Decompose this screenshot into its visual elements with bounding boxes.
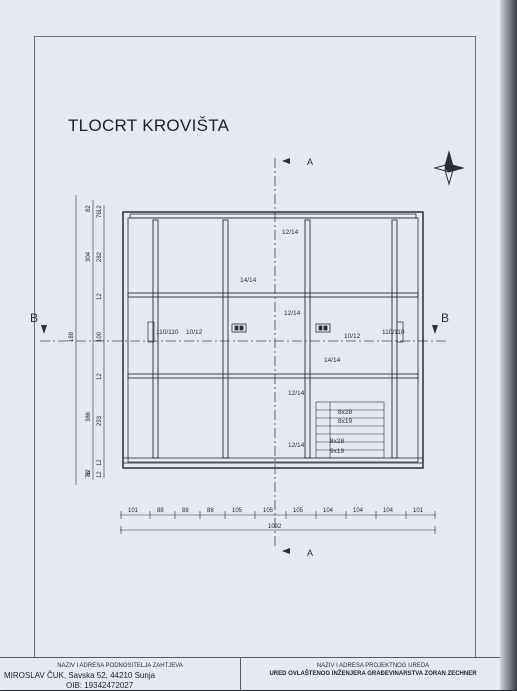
rafter-label-7: 12/14 (288, 390, 305, 397)
dim-h-8: 104 (323, 508, 334, 514)
stair-label-1: 8x28 (338, 409, 352, 416)
office-header: NAZIV I ADRESA PROJEKTNOG UREDA (316, 663, 430, 669)
section-b-left-label: B (30, 311, 38, 325)
dim-v-mid-2: 282 (97, 251, 103, 262)
dim-v-outer-3: 188 (69, 331, 75, 342)
stair-opening (315, 401, 385, 459)
rafter-label-8: 12/14 (288, 442, 305, 449)
title-block: NAZIV I ADRESA PODNOSITELJA ZAHTJEVA MIR… (0, 657, 506, 691)
beam-label-right: 110/110 (382, 329, 405, 336)
dim-v-inner-2: 100 (97, 331, 103, 342)
dim-v-mid-5: 12 (97, 459, 103, 466)
stair-label-2: 8x19 (338, 418, 352, 425)
office-name: URED OVLAŠTENOG INŽENJERA GRAĐEVINARSTVA… (269, 671, 477, 677)
dim-h-6: 105 (263, 508, 274, 514)
dim-h-2: 88 (157, 508, 164, 514)
rafter-label-1: 12/14 (282, 229, 299, 236)
rafter-label-2: 14/14 (240, 277, 257, 284)
beam-label-left: 110/110 (156, 329, 179, 336)
rafter-label-5: 10/12 (344, 333, 361, 340)
dim-h-4: 88 (207, 508, 214, 514)
dim-v-mid-3: 12 (97, 293, 103, 300)
section-a-bottom-label: A (307, 548, 313, 558)
applicant-address: MIROSLAV ČUK, Savska 52, 44210 Sunja (4, 671, 156, 680)
roof-plan-drawing: A A B B (30, 150, 465, 558)
dim-h-5: 105 (232, 508, 243, 514)
dim-v-outer-5: 82 (86, 469, 92, 476)
dim-h-11: 101 (413, 508, 424, 514)
dim-v-mid-6: 293 (97, 415, 103, 426)
dim-v-outer-2: 304 (86, 251, 92, 262)
dim-v-mid-1: 12 (97, 205, 103, 212)
dim-v-mid-7: 76 (86, 471, 92, 478)
sheet-edge (500, 0, 517, 690)
bottom-dimension-values: 101 88 88 88 105 105 105 104 104 104 101… (128, 508, 424, 530)
section-a-top-label: A (307, 157, 313, 167)
dim-total-width: 1092 (268, 524, 282, 530)
stair-label-4: 9x19 (330, 448, 344, 455)
section-b-right-label: B (441, 311, 449, 325)
dim-h-9: 104 (353, 508, 364, 514)
dim-h-10: 104 (383, 508, 394, 514)
applicant-box: NAZIV I ADRESA PODNOSITELJA ZAHTJEVA MIR… (0, 658, 241, 691)
left-dimension-chains (75, 195, 105, 485)
applicant-header: NAZIV I ADRESA PODNOSITELJA ZAHTJEVA (57, 663, 183, 669)
dim-v-mid-8: 12 (97, 471, 103, 478)
purlins (127, 292, 419, 379)
dim-v-outer-4: 386 (86, 411, 92, 422)
stair-label-3: 8x28 (330, 438, 344, 445)
dim-v-mid-4: 12 (97, 373, 103, 380)
rafters (152, 219, 398, 459)
dim-h-3: 88 (182, 508, 189, 514)
paper-sheet: TLOCRT KROVIŠTA A A B B (0, 0, 506, 691)
office-box: NAZIV I ADRESA PROJEKTNOG UREDA URED OVL… (240, 658, 506, 691)
dim-v-inner-1: 76 (97, 211, 103, 218)
rafter-label-6: 14/14 (324, 357, 341, 364)
rafter-label-4: 10/12 (186, 329, 203, 336)
north-arrow-icon (433, 150, 465, 186)
inner-wall (127, 217, 419, 463)
dim-v-outer-1: 82 (86, 205, 92, 212)
dim-h-1: 101 (128, 508, 139, 514)
applicant-oib: OIB: 19342472027 (66, 681, 134, 690)
rafter-label-3: 12/14 (284, 310, 301, 317)
bottom-dimension-chain (120, 514, 436, 531)
drawing-title: TLOCRT KROVIŠTA (68, 116, 230, 135)
dim-h-7: 105 (293, 508, 304, 514)
chimneys (231, 323, 331, 333)
outer-wall (122, 211, 424, 469)
